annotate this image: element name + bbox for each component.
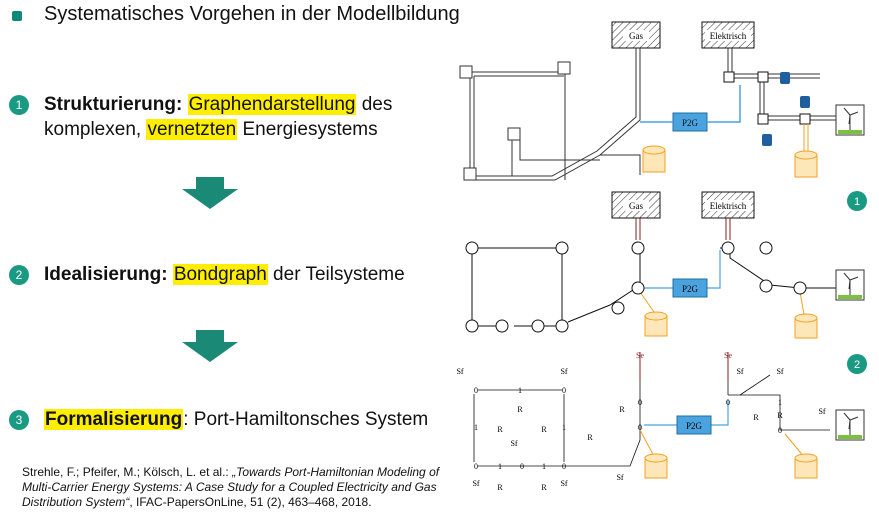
r-label: R xyxy=(517,405,523,414)
step-1-highlight-2: vernetzten xyxy=(146,119,238,140)
step-1-heading: Strukturierung: xyxy=(44,94,183,115)
gas-storage-icon xyxy=(642,145,666,173)
step-2-badge: 2 xyxy=(9,265,29,285)
junction-one: 1 xyxy=(778,398,782,407)
gas-label-2: Gas xyxy=(629,201,643,211)
sf-label: Sf xyxy=(456,367,463,376)
diagram-badge-2 xyxy=(847,354,867,374)
gas-consumer-nodes xyxy=(459,61,571,181)
down-arrow-icon xyxy=(182,177,238,209)
step-2-rest: der Teilsysteme xyxy=(267,264,405,285)
sf-label: Sf xyxy=(818,407,825,416)
down-arrow-icon xyxy=(182,330,238,362)
step-1-text: Strukturierung: Graphendarstellung des k… xyxy=(44,92,392,142)
bond-graph: Gas Elektrisch xyxy=(465,191,865,339)
diagram-badge-2-label: 2 xyxy=(854,359,860,371)
sf-label: Sf xyxy=(560,479,567,488)
junction-zero: 0 xyxy=(562,462,566,471)
se-label-gas: Se xyxy=(636,351,644,360)
page-title: Systematisches Vorgehen in der Modellbil… xyxy=(44,3,460,25)
step-3-rest: : Port-Hamiltonsches System xyxy=(183,409,429,430)
p2g-label-2: P2G xyxy=(682,284,699,294)
r-label: R xyxy=(753,413,759,422)
citation-source: , IFAC-PapersOnLine, 51 (2), 463–468, 20… xyxy=(129,495,372,509)
junction-zero: 0 xyxy=(474,462,478,471)
step-1-highlight-1: Graphendarstellung xyxy=(187,94,357,115)
r-label: R xyxy=(587,433,593,442)
junction-zero: 0 xyxy=(778,426,782,435)
network-graph: Gas Elektrisch P2G xyxy=(459,21,865,181)
r-label: R xyxy=(541,425,547,434)
junction-zero: 0 xyxy=(520,462,524,471)
sf-label: Sf xyxy=(472,479,479,488)
step-1-text-1: des xyxy=(356,94,393,115)
r-label: R xyxy=(619,405,625,414)
junction-zero: 0 xyxy=(638,398,642,407)
step-3-text: Formalisierung: Port-Hamiltonsches Syste… xyxy=(44,407,428,432)
se-label-electric: Se xyxy=(724,351,732,360)
sf-label: Sf xyxy=(560,367,567,376)
junction-one: 1 xyxy=(474,423,478,432)
citation-title: „Towards Port-Hamiltonian Modeling of Mu… xyxy=(22,465,440,509)
sf-label: Sf xyxy=(616,473,623,482)
step-1-text-2b: Energiesystems xyxy=(237,119,378,140)
junction-one: 1 xyxy=(498,462,502,471)
diagram-badge-1-label: 1 xyxy=(854,196,860,208)
citation: Strehle, F.; Pfeifer, M.; Kölsch, L. et … xyxy=(22,465,462,510)
r-label: R xyxy=(777,411,783,420)
p2g-label: P2G xyxy=(682,118,699,128)
junction-one: 1 xyxy=(518,386,522,395)
diagram-badge-1 xyxy=(847,191,867,211)
r-label: R xyxy=(497,425,503,434)
port-hamiltonian-graph: Se Se 0 1 0 1 1 0 1 0 1 0 0 0 0 1 0 Sf S… xyxy=(456,351,865,492)
sf-label: Sf xyxy=(736,367,743,376)
elektrisch-label-2: Elektrisch xyxy=(710,201,747,211)
r-label: R xyxy=(497,483,503,492)
wind-turbine-icon xyxy=(835,104,865,136)
junction-zero: 0 xyxy=(726,398,730,407)
gas-label: Gas xyxy=(629,31,643,41)
step-2-text: Idealisierung: Bondgraph der Teilsysteme xyxy=(44,262,405,287)
step-2-highlight: Bondgraph xyxy=(172,264,268,285)
citation-authors: Strehle, F.; Pfeifer, M.; Kölsch, L. et … xyxy=(22,465,233,479)
elektrisch-label: Elektrisch xyxy=(710,31,747,41)
sf-label: Sf xyxy=(510,439,517,448)
electric-storage-icon xyxy=(794,124,818,178)
energy-system-diagrams: Gas Elektrisch P2G xyxy=(456,21,867,492)
step-3-badge: 3 xyxy=(9,410,29,430)
junction-one: 1 xyxy=(542,462,546,471)
junction-zero: 0 xyxy=(474,386,478,395)
junction-zero: 0 xyxy=(562,386,566,395)
step-3-heading: Formalisierung xyxy=(44,409,184,430)
sf-label: Sf xyxy=(776,367,783,376)
junction-zero: 0 xyxy=(638,423,642,432)
r-label: R xyxy=(541,483,547,492)
step-1-badge: 1 xyxy=(9,95,29,115)
step-2-heading: Idealisierung: xyxy=(44,264,168,285)
title-bullet xyxy=(12,11,22,21)
junction-one: 1 xyxy=(562,423,566,432)
p2g-label-3: P2G xyxy=(686,421,703,431)
step-1-text-2a: komplexen, xyxy=(44,119,147,140)
